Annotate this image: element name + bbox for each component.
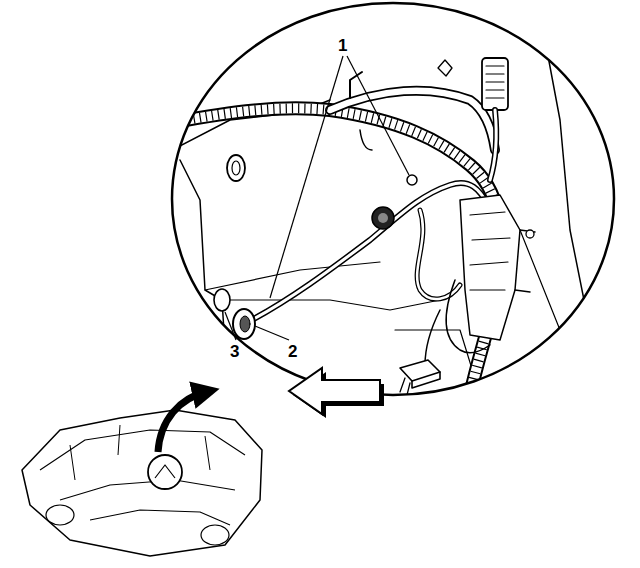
vehicle-inset: [22, 410, 262, 556]
door-edge: [545, 40, 590, 330]
direction-arrow: [289, 368, 380, 414]
leader-line: [255, 326, 289, 340]
corrugation: [175, 108, 501, 395]
detail-circle: [148, 455, 182, 489]
grommet: [233, 309, 255, 339]
magnified-view: [172, 40, 590, 395]
grommet: [372, 207, 394, 229]
wire: [425, 310, 440, 365]
curved-arrow: [158, 392, 206, 452]
leader-lines: [225, 56, 409, 340]
leader-line: [225, 312, 236, 340]
callout-number: 1: [338, 37, 347, 54]
clip: [350, 72, 362, 98]
harness-branch: [330, 91, 495, 150]
panel-line: [395, 330, 480, 395]
module: [400, 360, 440, 381]
wire: [446, 280, 490, 353]
magnifier-circle: [172, 3, 614, 395]
body-panel: [205, 262, 380, 290]
vehicle-body: [22, 410, 262, 556]
fastener: [407, 175, 417, 185]
body-pillar: [180, 160, 228, 395]
grommet: [227, 155, 245, 181]
callout-number: 3: [230, 343, 239, 360]
leader-line: [270, 56, 343, 298]
callout-number: 2: [288, 343, 297, 360]
leader-line: [347, 56, 409, 175]
module-bracket: [460, 195, 520, 340]
floor-edge: [228, 300, 440, 310]
fastener: [526, 230, 534, 238]
door-edge: [520, 230, 565, 395]
wiring-harness: [175, 108, 501, 395]
connector: [482, 58, 508, 110]
nut: [438, 60, 452, 76]
hole: [214, 289, 230, 311]
